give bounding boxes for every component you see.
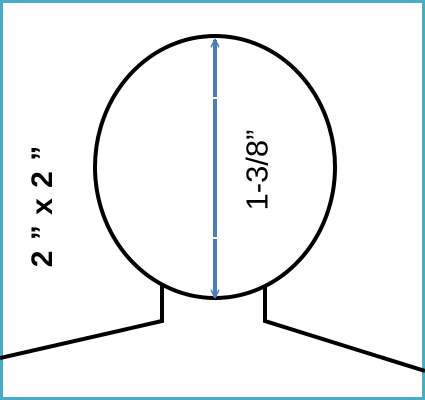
photo-size-text: 2 ” x 2 ” [26,144,59,268]
head-height-text: 1-3/8” [239,129,275,211]
right-shoulder-line [263,286,425,373]
left-shoulder-line [0,286,164,360]
